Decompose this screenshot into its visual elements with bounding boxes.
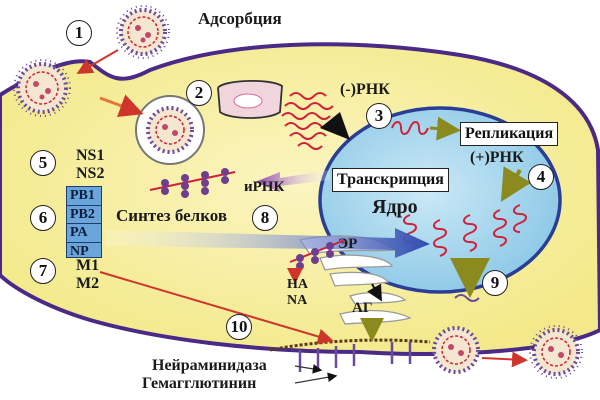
label-adsorption: Адсорбция	[198, 9, 282, 28]
nuclear-rna-coils	[403, 204, 527, 257]
label-ha: HA	[287, 277, 308, 292]
protein-np: NP	[70, 243, 89, 259]
step-8-marker: 8	[252, 205, 278, 231]
label-hemagglutinin: Гемагглютинин	[142, 375, 257, 392]
replication-coil	[391, 121, 429, 135]
label-ns1: NS1	[76, 147, 105, 164]
label-negative-rna: (-)РНК	[340, 81, 390, 98]
label-positive-rna: (+)РНК	[470, 149, 524, 166]
membrane-glycoproteins	[298, 342, 412, 372]
virion-attached	[13, 59, 71, 117]
label-protein-synthesis: Синтез белков	[116, 206, 228, 225]
label-er: ЭР	[338, 236, 358, 252]
step-4-marker: 4	[528, 164, 554, 190]
label-m2: M2	[76, 275, 100, 292]
ha-na-proteins	[287, 239, 346, 284]
step10-arrow	[99, 271, 334, 345]
label-m1: M1	[76, 257, 100, 274]
step-3-marker: 3	[366, 103, 392, 129]
label-transcription: Транскрипция	[332, 168, 449, 192]
virion-adsorption	[116, 5, 170, 59]
polymerase-protein-box: PB1 PB2 PA NP	[66, 186, 102, 259]
protein-import-arrow	[105, 228, 430, 258]
endosome-virion	[135, 95, 205, 165]
step-2-marker: 2	[186, 80, 212, 106]
protein-pa: PA	[67, 224, 101, 243]
step-6-marker: 6	[30, 205, 56, 231]
step-5-marker: 5	[30, 150, 56, 176]
label-na: NA	[287, 293, 308, 308]
label-ag: АГ	[352, 300, 373, 316]
step-10-marker: 10	[226, 314, 252, 340]
step-9-marker: 9	[482, 270, 508, 296]
label-replication: Репликация	[460, 122, 559, 146]
step-7-marker: 7	[30, 258, 56, 284]
virion-released	[529, 325, 583, 379]
label-mrna: иРНК	[244, 179, 285, 195]
virion-budding	[432, 326, 480, 374]
protein-pb2: PB2	[67, 206, 101, 224]
transcription-arrow	[255, 170, 330, 192]
mrna-strands	[149, 168, 236, 198]
protein-pb1: PB1	[67, 187, 101, 206]
label-ns2: NS2	[76, 165, 105, 182]
step-1-marker: 1	[66, 20, 92, 46]
label-neuraminidase: Нейраминидаза	[152, 357, 267, 374]
label-nucleus: Ядро	[372, 196, 418, 218]
